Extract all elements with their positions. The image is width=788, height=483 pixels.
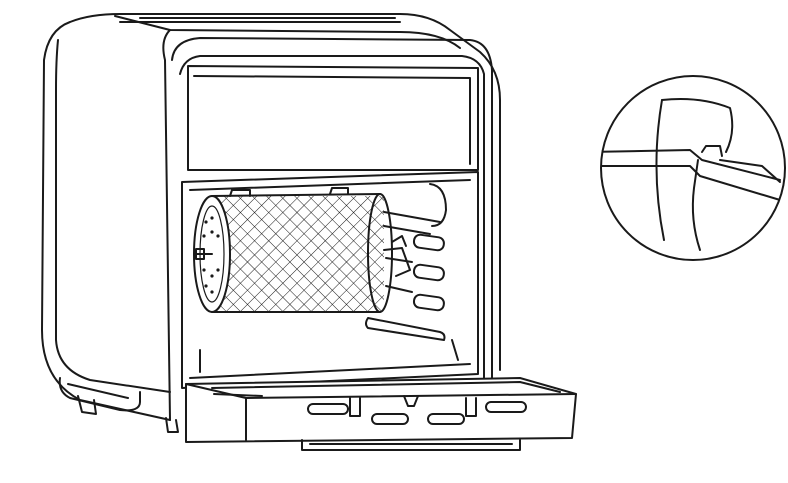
open-door-tray <box>185 377 577 451</box>
appliance-housing <box>41 13 501 433</box>
basket-end-plate <box>202 216 220 294</box>
detail-magnifier <box>600 75 786 261</box>
cooking-cavity <box>181 171 479 389</box>
rotisserie-basket <box>193 187 411 313</box>
